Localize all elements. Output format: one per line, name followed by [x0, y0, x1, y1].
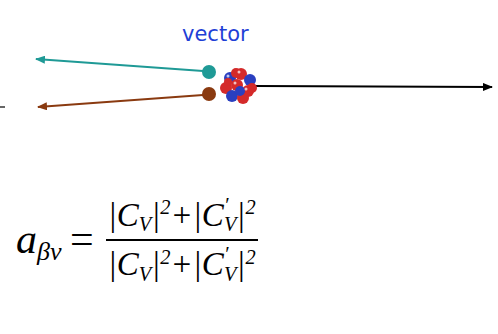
numerator: |CV|2+|C′V|2: [106, 196, 258, 236]
diagram-title: vector: [182, 22, 249, 46]
term: +|C: [171, 246, 224, 282]
fraction: |CV|2+|C′V|2|CV|2+|C′V|2: [106, 196, 258, 286]
equals-sign: =: [70, 216, 94, 262]
prime-stack: ′V: [224, 196, 236, 235]
nucleus: [220, 68, 257, 104]
electron-arrow: [36, 59, 203, 71]
electron-dot: [202, 65, 216, 79]
term: |: [236, 246, 245, 282]
denominator: |CV|2+|C′V|2: [106, 245, 258, 285]
recoil-arrow: [256, 86, 492, 87]
neutrino-dot: [202, 87, 216, 101]
subscript: V: [224, 265, 236, 284]
subscript: V: [224, 215, 236, 234]
subscript: βν: [37, 237, 62, 266]
term: |: [236, 197, 245, 233]
neutrino-arrow: [38, 95, 203, 107]
term: |: [151, 246, 160, 282]
exponent: 2: [245, 246, 255, 268]
term: +|C: [171, 197, 224, 233]
edge-tick: [0, 106, 5, 108]
subscript: V: [139, 263, 151, 285]
fraction-bar: [106, 239, 258, 241]
formula-lhs: aβν =: [16, 215, 94, 267]
prime: ′: [224, 245, 236, 264]
formula: aβν =|CV|2+|C′V|2|CV|2+|C′V|2: [16, 196, 258, 286]
term: |: [151, 197, 160, 233]
exponent: 2: [160, 196, 170, 218]
term: |C: [108, 246, 139, 282]
subscript: V: [139, 213, 151, 235]
term: |C: [108, 197, 139, 233]
exponent: 2: [245, 196, 255, 218]
prime-stack: ′V: [224, 245, 236, 284]
prime: ′: [224, 196, 236, 215]
symbol: a: [16, 216, 37, 262]
exponent: 2: [160, 246, 170, 268]
